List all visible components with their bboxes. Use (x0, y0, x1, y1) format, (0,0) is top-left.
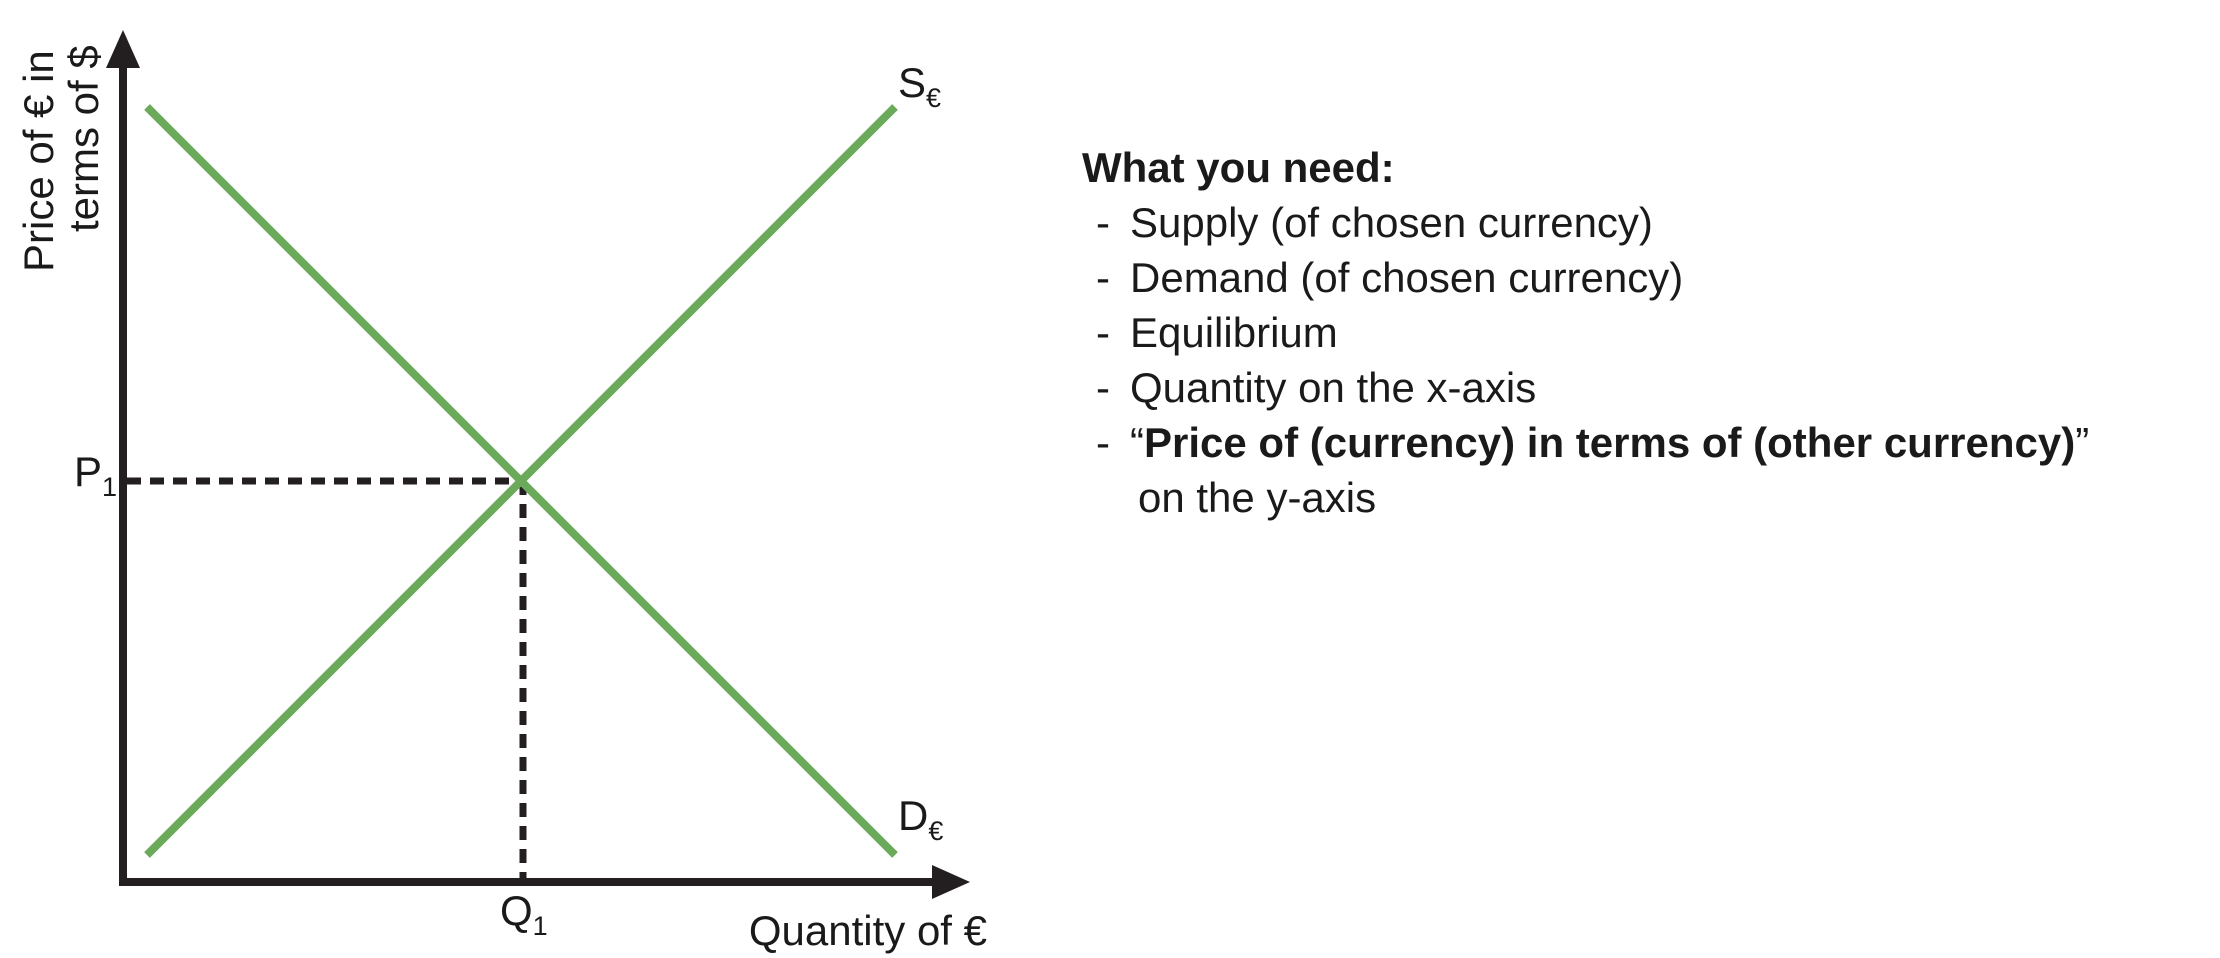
checklist-item: - Equilibrium (1082, 305, 2212, 360)
checklist-dash: - (1096, 199, 1110, 246)
checklist-item: - Quantity on the x-axis (1082, 360, 2212, 415)
checklist-item: - Demand (of chosen currency) (1082, 250, 2212, 305)
checklist-emphasis: Price of (currency) in terms of (other c… (1144, 419, 2076, 466)
checklist-item-text: Quantity on the x-axis (1130, 364, 1537, 411)
checklist-title: What you need: (1082, 144, 1395, 191)
checklist-close-quote: ” (2075, 419, 2090, 466)
y-axis-arrowhead (106, 30, 140, 68)
checklist-dash: - (1096, 364, 1110, 411)
x-axis-arrowhead (932, 865, 970, 899)
supply-curve (144, 104, 898, 858)
requirements-checklist: What you need: - Supply (of chosen curre… (1082, 140, 2212, 525)
demand-curve-label: D€ (898, 792, 943, 846)
checklist-list: - Supply (of chosen currency) - Demand (… (1082, 195, 2212, 525)
checklist-dash: - (1096, 309, 1110, 356)
checklist-open-quote: “ (1130, 419, 1144, 466)
checklist-dash: - (1096, 254, 1110, 301)
supply-curve-label: S€ (898, 59, 941, 113)
checklist-item-text: Supply (of chosen currency) (1130, 199, 1653, 246)
supply-demand-diagram: S€ D€ P1 Q1 Quantity of € Price of € in … (15, 30, 987, 954)
price-p1-label: P1 (74, 448, 117, 502)
quantity-q1-label: Q1 (500, 887, 548, 941)
checklist-item-text: Demand (of chosen currency) (1130, 254, 1684, 301)
checklist-continuation: on the y-axis (1138, 474, 1377, 521)
checklist-dash: - (1096, 419, 1110, 466)
y-axis-title: Price of € in terms of $ (15, 45, 107, 272)
checklist-item-y-axis: - “Price of (currency) in terms of (othe… (1082, 415, 2212, 525)
x-axis-title: Quantity of € (749, 907, 987, 954)
svg-text:terms of $: terms of $ (60, 45, 107, 232)
svg-text:Price of € in: Price of € in (15, 50, 62, 272)
checklist-item-text: Equilibrium (1130, 309, 1338, 356)
checklist-item: - Supply (of chosen currency) (1082, 195, 2212, 250)
